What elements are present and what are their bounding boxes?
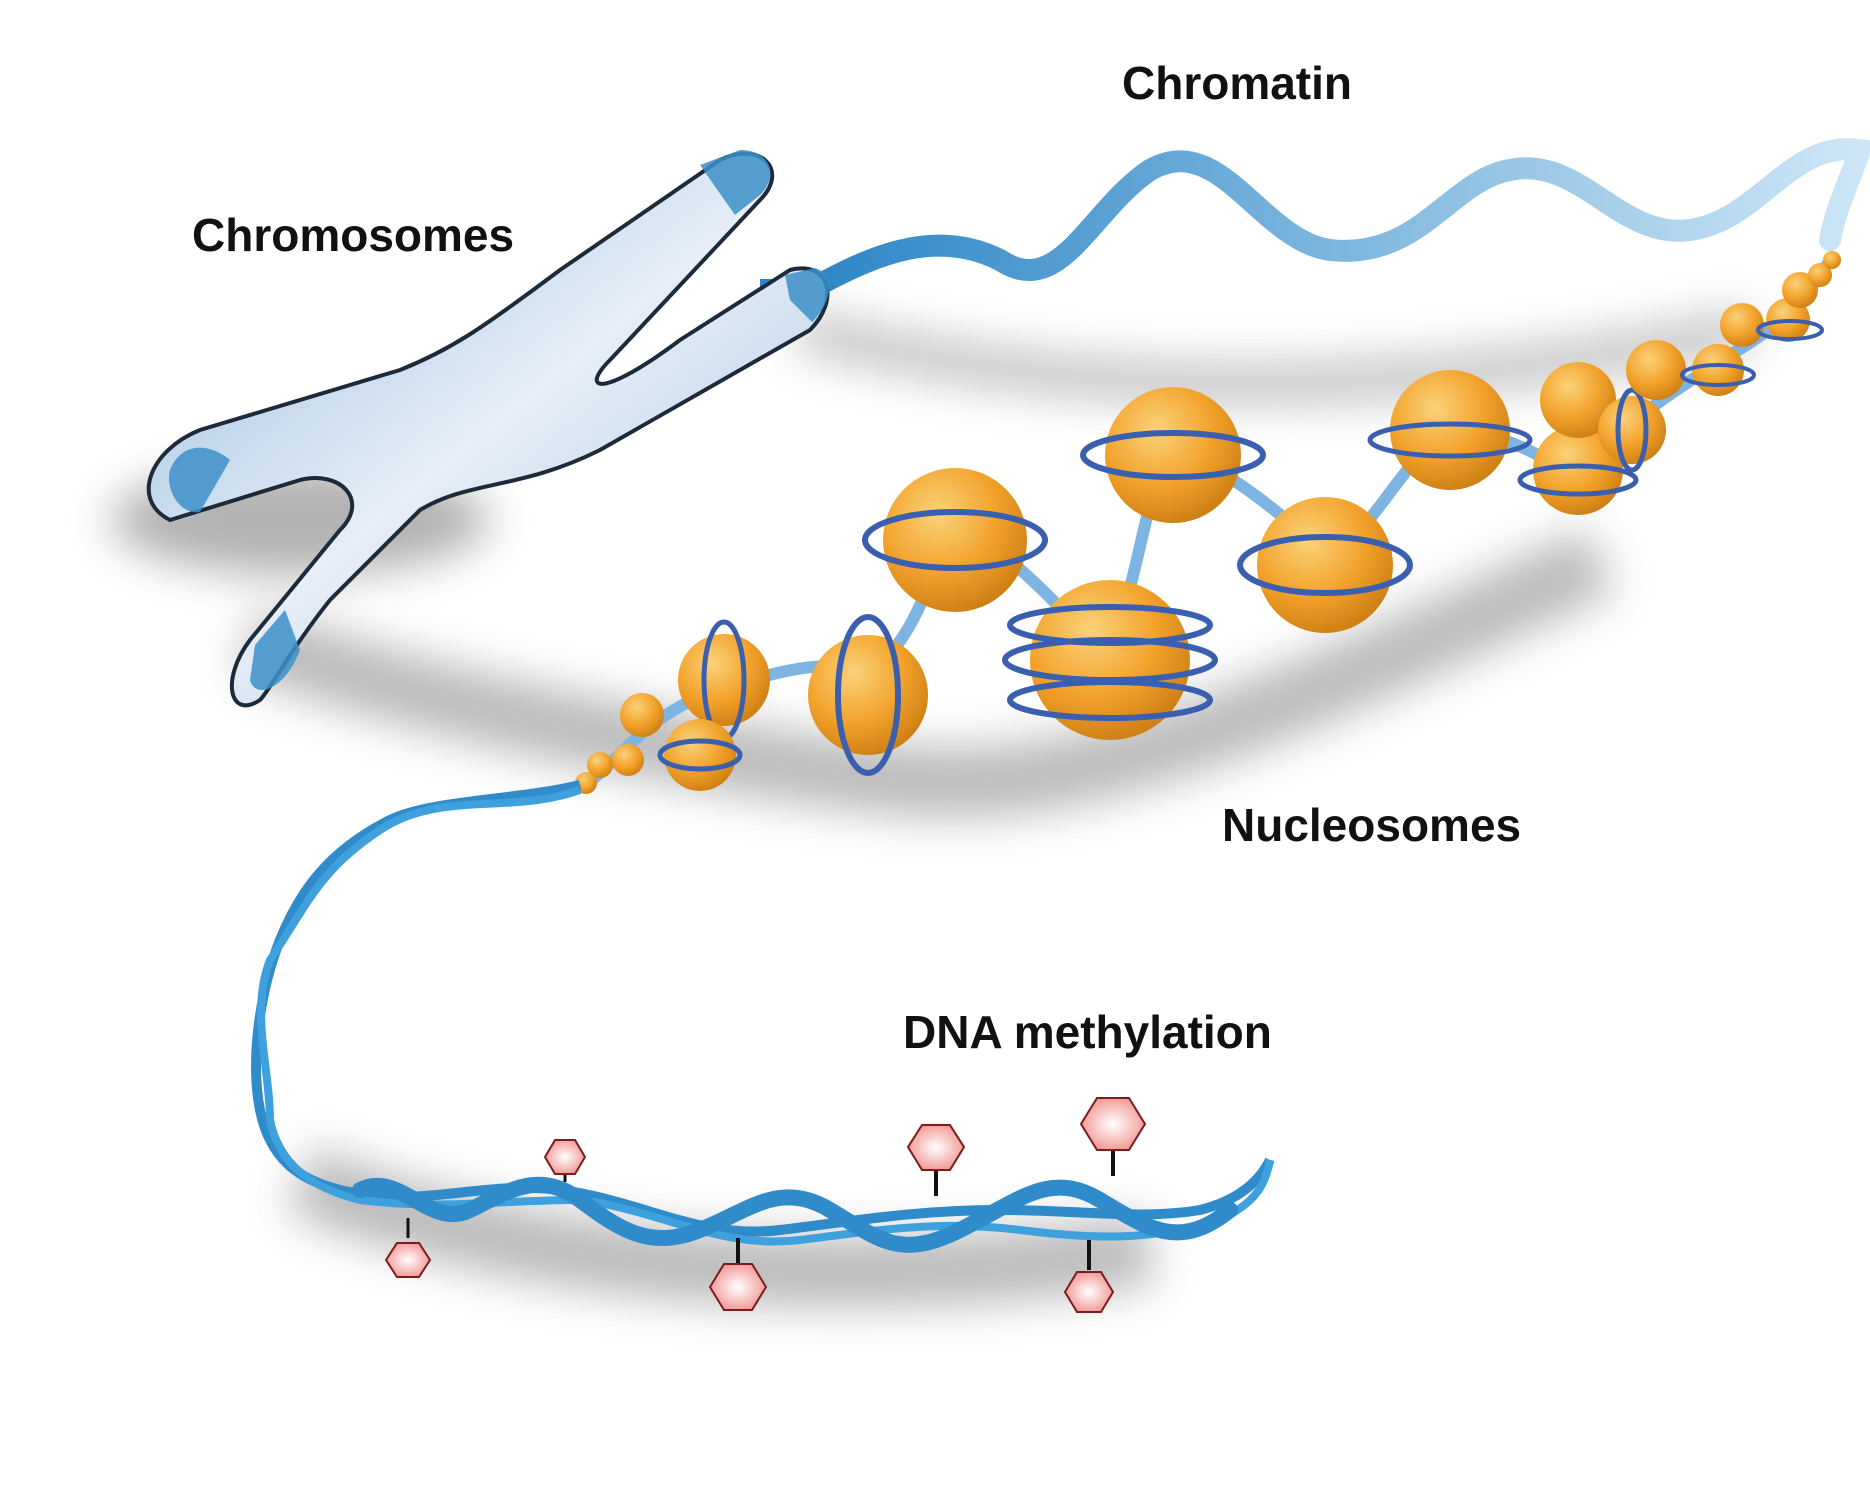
nucleosome-icon [1720, 303, 1764, 347]
nucleosome-icon [808, 614, 928, 776]
hexagon-icon [384, 1218, 432, 1278]
nucleosome-icon [1002, 580, 1218, 740]
nucleosome-icon [862, 468, 1048, 612]
nucleosomes-label: Nucleosomes [1222, 799, 1522, 851]
hexagon-icon [906, 1124, 966, 1196]
nucleosome-icon [1782, 272, 1818, 308]
hexagon-icon [1063, 1240, 1115, 1313]
nucleosome-icon [657, 719, 743, 791]
nucleosome-icon [1598, 387, 1666, 473]
hexagon-icon [543, 1139, 587, 1182]
nucleosome-icon [1680, 344, 1756, 396]
chromatin-fiber [799, 138, 1870, 301]
nucleosome-icon [587, 752, 613, 778]
nucleosome-icon [1517, 425, 1639, 515]
chromosome-icon [146, 150, 830, 708]
chromosomes-label: Chromosomes [192, 209, 515, 261]
chromatin-label: Chromatin [1122, 57, 1352, 109]
nucleosome-icon [612, 744, 644, 776]
drop-shadows [110, 310, 1754, 1308]
nucleosome-icon [1823, 251, 1841, 269]
nucleosome-group [575, 251, 1841, 794]
nucleosome-icon [1080, 387, 1266, 523]
nucleosome-icon [1367, 370, 1533, 490]
nucleosome-icon [1540, 362, 1616, 438]
nucleosome-icon [1626, 340, 1686, 400]
dna-methylation-label: DNA methylation [903, 1006, 1272, 1058]
dna-double-helix [251, 780, 1275, 1253]
nucleosome-icon [620, 693, 664, 737]
nucleosome-icon [1237, 497, 1413, 633]
nucleosome-icon [1808, 263, 1832, 287]
hexagon-icon [708, 1238, 768, 1311]
methyl-groups [384, 1097, 1147, 1313]
nucleosome-icon [1756, 298, 1824, 342]
hexagon-icon [1079, 1097, 1147, 1176]
